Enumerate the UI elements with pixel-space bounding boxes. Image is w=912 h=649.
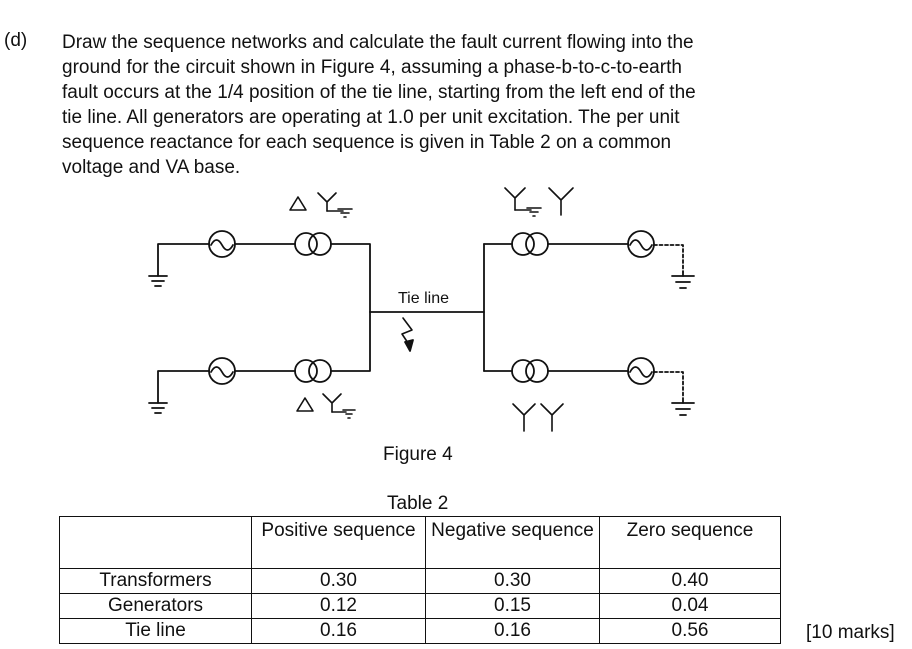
table-caption: Table 2	[387, 493, 449, 514]
cell-value: 0.40	[599, 568, 781, 594]
wire	[330, 311, 371, 372]
question-paragraph: Draw the sequence networks and calculate…	[62, 30, 792, 180]
cell-value: 0.30	[425, 568, 600, 594]
paragraph-line: sequence reactance for each sequence is …	[62, 132, 672, 153]
figure-caption: Figure 4	[383, 444, 453, 465]
paragraph-line: voltage and VA base.	[62, 157, 241, 178]
ground-icon	[671, 271, 695, 289]
ground-icon	[671, 397, 695, 416]
transformer-right-top	[511, 232, 549, 256]
row-label: Transformers	[59, 568, 252, 594]
transformer-left-bottom	[294, 359, 332, 383]
row-label: Tie line	[59, 618, 252, 644]
wire	[157, 243, 210, 277]
question-part-label: (d)	[4, 30, 28, 51]
circuit-diagram: Tie line	[148, 187, 695, 432]
cell-value: 0.16	[251, 618, 426, 644]
generator-left-bottom	[208, 357, 236, 385]
paragraph-line: fault occurs at the 1/4 position of the …	[62, 82, 696, 103]
generator-right-top	[627, 230, 684, 273]
table-row: Generators 0.12 0.15 0.04	[59, 593, 781, 619]
table-header-cell: Negative sequence	[425, 516, 600, 569]
table-header-cell: Positive sequence	[251, 516, 426, 569]
ground-icon	[148, 275, 168, 287]
cell-value: 0.04	[599, 593, 781, 619]
tie-line-label: Tie line	[398, 290, 449, 307]
cell-value: 0.16	[425, 618, 600, 644]
paragraph-line: Draw the sequence networks and calculate…	[62, 32, 694, 53]
row-label: Generators	[59, 593, 252, 619]
table-header-cell	[59, 516, 252, 569]
table-header-cell: Zero sequence	[599, 516, 781, 569]
transformer-left-top	[294, 232, 332, 256]
cell-value: 0.30	[251, 568, 426, 594]
wire	[330, 243, 371, 313]
fault-lightning-icon	[401, 317, 414, 352]
delta-wye-grounded-symbol	[296, 393, 356, 419]
table-row: Tie line 0.16 0.16 0.56	[59, 618, 781, 644]
paragraph-line: tie line. All generators are operating a…	[62, 107, 680, 128]
sequence-reactance-table: Positive sequence Negative sequence Zero…	[59, 516, 781, 644]
wye-grounded-wye-symbol	[504, 187, 574, 217]
generator-right-bottom	[627, 357, 684, 399]
wye-wye-symbol	[512, 403, 564, 432]
transformer-right-bottom	[511, 359, 549, 383]
cell-value: 0.12	[251, 593, 426, 619]
generator-left-top	[208, 230, 236, 258]
marks-label: [10 marks]	[806, 622, 895, 643]
table-header-row: Positive sequence Negative sequence Zero…	[59, 516, 781, 569]
paragraph-line: ground for the circuit shown in Figure 4…	[62, 57, 682, 78]
ground-icon	[148, 402, 168, 414]
cell-value: 0.56	[599, 618, 781, 644]
delta-wye-grounded-symbol	[289, 192, 353, 218]
wire	[157, 370, 210, 404]
table-row: Transformers 0.30 0.30 0.40	[59, 568, 781, 594]
cell-value: 0.15	[425, 593, 600, 619]
